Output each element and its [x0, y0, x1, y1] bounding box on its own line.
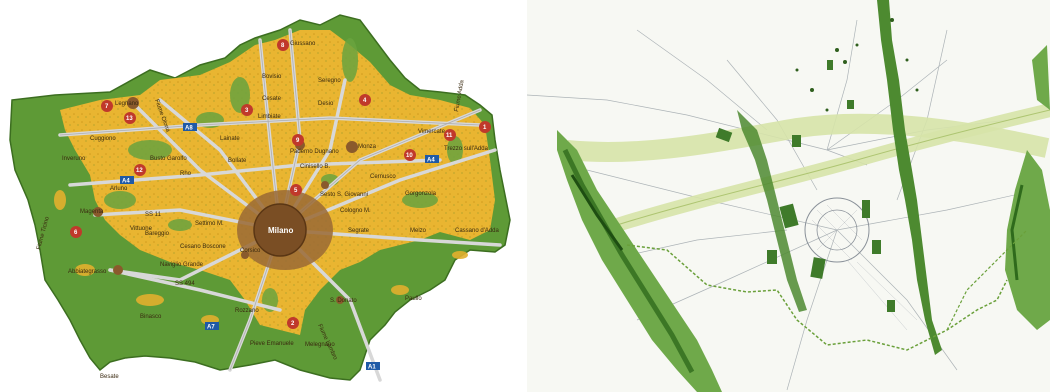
svg-text:Paullo: Paullo	[405, 296, 422, 302]
svg-text:Vittuone: Vittuone	[130, 226, 153, 232]
svg-text:Desio: Desio	[318, 101, 334, 107]
green-corridor-map	[527, 0, 1050, 392]
svg-text:Besate: Besate	[100, 374, 119, 380]
right-map-panel	[527, 0, 1050, 392]
svg-text:Cesano Boscone: Cesano Boscone	[180, 244, 226, 250]
svg-text:Corsico: Corsico	[240, 248, 261, 254]
small-dark-specks	[795, 18, 919, 112]
svg-text:Cesate: Cesate	[262, 96, 282, 102]
svg-text:Fiume Adda: Fiume Adda	[454, 79, 466, 112]
svg-text:Inveruno: Inveruno	[62, 156, 86, 162]
svg-text:Seregno: Seregno	[318, 78, 341, 84]
svg-text:13: 13	[126, 116, 133, 122]
svg-text:Paderno Dugnano: Paderno Dugnano	[290, 149, 339, 155]
adda-park	[1005, 150, 1050, 330]
svg-text:A4: A4	[122, 179, 130, 185]
svg-text:6: 6	[74, 230, 78, 236]
svg-text:Sesto S. Giovanni: Sesto S. Giovanni	[320, 192, 368, 198]
svg-text:A1: A1	[368, 365, 376, 371]
svg-text:Arluno: Arluno	[110, 186, 128, 192]
svg-text:Segrate: Segrate	[348, 228, 370, 234]
svg-text:12: 12	[136, 168, 143, 174]
svg-text:9: 9	[296, 138, 300, 144]
svg-text:Abbiategrasso: Abbiategrasso	[68, 269, 107, 275]
milano-city	[253, 203, 307, 257]
svg-text:Melzo: Melzo	[410, 228, 427, 234]
svg-text:Cassano d'Adda: Cassano d'Adda	[455, 228, 500, 234]
svg-text:Bovisio: Bovisio	[262, 74, 282, 80]
svg-text:2: 2	[291, 321, 295, 327]
svg-text:Binasco: Binasco	[140, 314, 162, 320]
svg-text:Melegnano: Melegnano	[305, 342, 335, 348]
town-labels: Legnano Giussano Seregno Desio Monza Vim…	[62, 41, 500, 380]
svg-text:Cernusco: Cernusco	[370, 174, 396, 180]
city-ring	[804, 197, 870, 263]
svg-text:Magenta: Magenta	[80, 209, 104, 215]
svg-text:Legnano: Legnano	[115, 101, 139, 107]
svg-text:10: 10	[406, 153, 413, 159]
svg-text:Bareggio: Bareggio	[145, 231, 170, 237]
svg-text:Cuggiono: Cuggiono	[90, 136, 116, 142]
svg-text:Monza: Monza	[358, 144, 377, 150]
green-patches-right	[715, 60, 895, 312]
yellow-patches	[54, 190, 468, 325]
svg-text:SS 11: SS 11	[145, 212, 162, 218]
svg-text:Cologno M.: Cologno M.	[340, 208, 371, 214]
svg-text:A7: A7	[207, 325, 215, 331]
svg-text:7: 7	[105, 104, 109, 110]
svg-text:Busto Garolfo: Busto Garolfo	[150, 156, 187, 162]
svg-text:A4: A4	[427, 158, 435, 164]
svg-text:Rozzano: Rozzano	[235, 308, 259, 314]
ticino-park	[557, 130, 722, 392]
north-green-strip	[877, 0, 942, 355]
svg-text:8: 8	[281, 43, 285, 49]
svg-text:SS 494: SS 494	[175, 281, 195, 287]
svg-text:Settimo M.: Settimo M.	[195, 221, 224, 227]
svg-text:Limbiate: Limbiate	[258, 114, 281, 120]
svg-text:Bollate: Bollate	[228, 158, 247, 164]
svg-text:Pieve Emanuele: Pieve Emanuele	[250, 341, 294, 347]
svg-text:Lainate: Lainate	[220, 136, 240, 142]
svg-text:5: 5	[294, 188, 298, 194]
area-badges: 1 2 3 4 5 6 7 8 9 10 11 12 13	[70, 39, 491, 329]
svg-text:Cinisello B.: Cinisello B.	[300, 164, 330, 170]
svg-text:Vimercate: Vimercate	[418, 129, 446, 135]
province-map: Milano 1 2 3 4 5 6 7 8 9 10 11 12 13	[9, 14, 511, 382]
svg-text:Gorgonzola: Gorgonzola	[405, 191, 437, 197]
svg-text:11: 11	[446, 133, 453, 139]
svg-text:Giussano: Giussano	[290, 41, 316, 47]
road-shields: A8 A4 A4 A7 A1 SS 11 SS 494	[120, 123, 439, 371]
svg-text:Naviglio Grande: Naviglio Grande	[160, 262, 204, 268]
green-patches	[104, 38, 463, 312]
park-boundary	[626, 244, 1008, 351]
svg-text:A8: A8	[185, 126, 193, 132]
left-map-panel: Milano 1 2 3 4 5 6 7 8 9 10 11 12 13	[0, 0, 523, 392]
svg-text:Rho: Rho	[180, 171, 192, 177]
svg-text:S. Donato: S. Donato	[330, 298, 357, 304]
svg-text:4: 4	[363, 98, 367, 104]
svg-text:1: 1	[483, 125, 487, 131]
city-label-milano: Milano	[268, 226, 293, 235]
town-markers	[93, 97, 358, 304]
svg-text:3: 3	[245, 108, 249, 114]
svg-text:Trezzo sull'Adda: Trezzo sull'Adda	[444, 146, 489, 152]
